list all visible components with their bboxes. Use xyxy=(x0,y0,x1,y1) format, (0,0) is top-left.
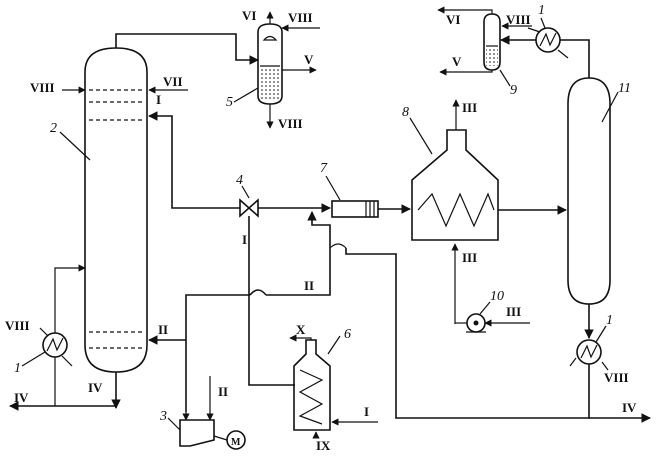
stream-iv-right: IV xyxy=(622,400,637,415)
stream-iii-furnace-top: III xyxy=(462,100,477,115)
stream-vii-col2: VII xyxy=(163,74,183,89)
stream-i-col2: I xyxy=(156,92,161,107)
label-1-right: 1 xyxy=(606,313,613,328)
pump-10 xyxy=(466,313,486,333)
label-10: 10 xyxy=(490,289,504,304)
stream-i-valve4: I xyxy=(242,232,247,247)
stream-iv-left: IV xyxy=(14,390,29,405)
label-11: 11 xyxy=(618,81,631,96)
stream-ix-heater6: IX xyxy=(316,438,331,453)
valve-4 xyxy=(239,198,259,218)
label-6: 6 xyxy=(344,327,351,342)
heat-exchanger-1-right xyxy=(576,339,602,365)
stream-viii-sep9: VIII xyxy=(506,12,531,27)
stream-viii-sep5: VIII xyxy=(288,10,313,25)
stream-ii-col2: II xyxy=(158,322,168,337)
stream-viii-hx-right: VIII xyxy=(604,370,629,385)
mixer-7 xyxy=(331,200,379,218)
distillation-column-2 xyxy=(84,47,148,373)
stream-v-sep5: V xyxy=(304,52,314,67)
stream-iii-furnace-bottom: III xyxy=(462,250,477,265)
stream-iii-pump: III xyxy=(506,304,521,319)
stream-ii-middle: II xyxy=(304,278,314,293)
stream-viii-col2: VIII xyxy=(30,80,55,95)
label-7: 7 xyxy=(320,161,328,176)
stream-i-heater6: I xyxy=(364,404,369,419)
separator-5 xyxy=(257,23,283,105)
label-1-top: 1 xyxy=(538,3,545,18)
separator-9 xyxy=(483,13,501,71)
column-11 xyxy=(567,77,611,305)
label-5: 5 xyxy=(226,95,233,110)
stream-ii-compressor: II xyxy=(218,384,228,399)
label-8: 8 xyxy=(402,105,409,120)
heater-6 xyxy=(293,339,331,431)
stream-vi-sep9: VI xyxy=(446,12,460,27)
label-2: 2 xyxy=(50,121,57,136)
stream-viii-hx-left: VIII xyxy=(5,318,30,333)
stream-iv-col2-bottom: IV xyxy=(88,380,103,395)
motor-m: M xyxy=(231,437,241,448)
label-3: 3 xyxy=(159,409,167,424)
label-4: 4 xyxy=(236,173,243,188)
label-9: 9 xyxy=(510,83,517,98)
stream-viii-sep5-bottom: VIII xyxy=(278,116,303,131)
furnace-8 xyxy=(411,129,499,241)
stream-x-heater6: X xyxy=(296,322,306,337)
stream-v-sep9: V xyxy=(452,54,462,69)
label-1-left: 1 xyxy=(14,361,21,376)
heat-exchanger-1-left xyxy=(42,332,68,358)
stream-vi-sep5: VI xyxy=(242,8,256,23)
